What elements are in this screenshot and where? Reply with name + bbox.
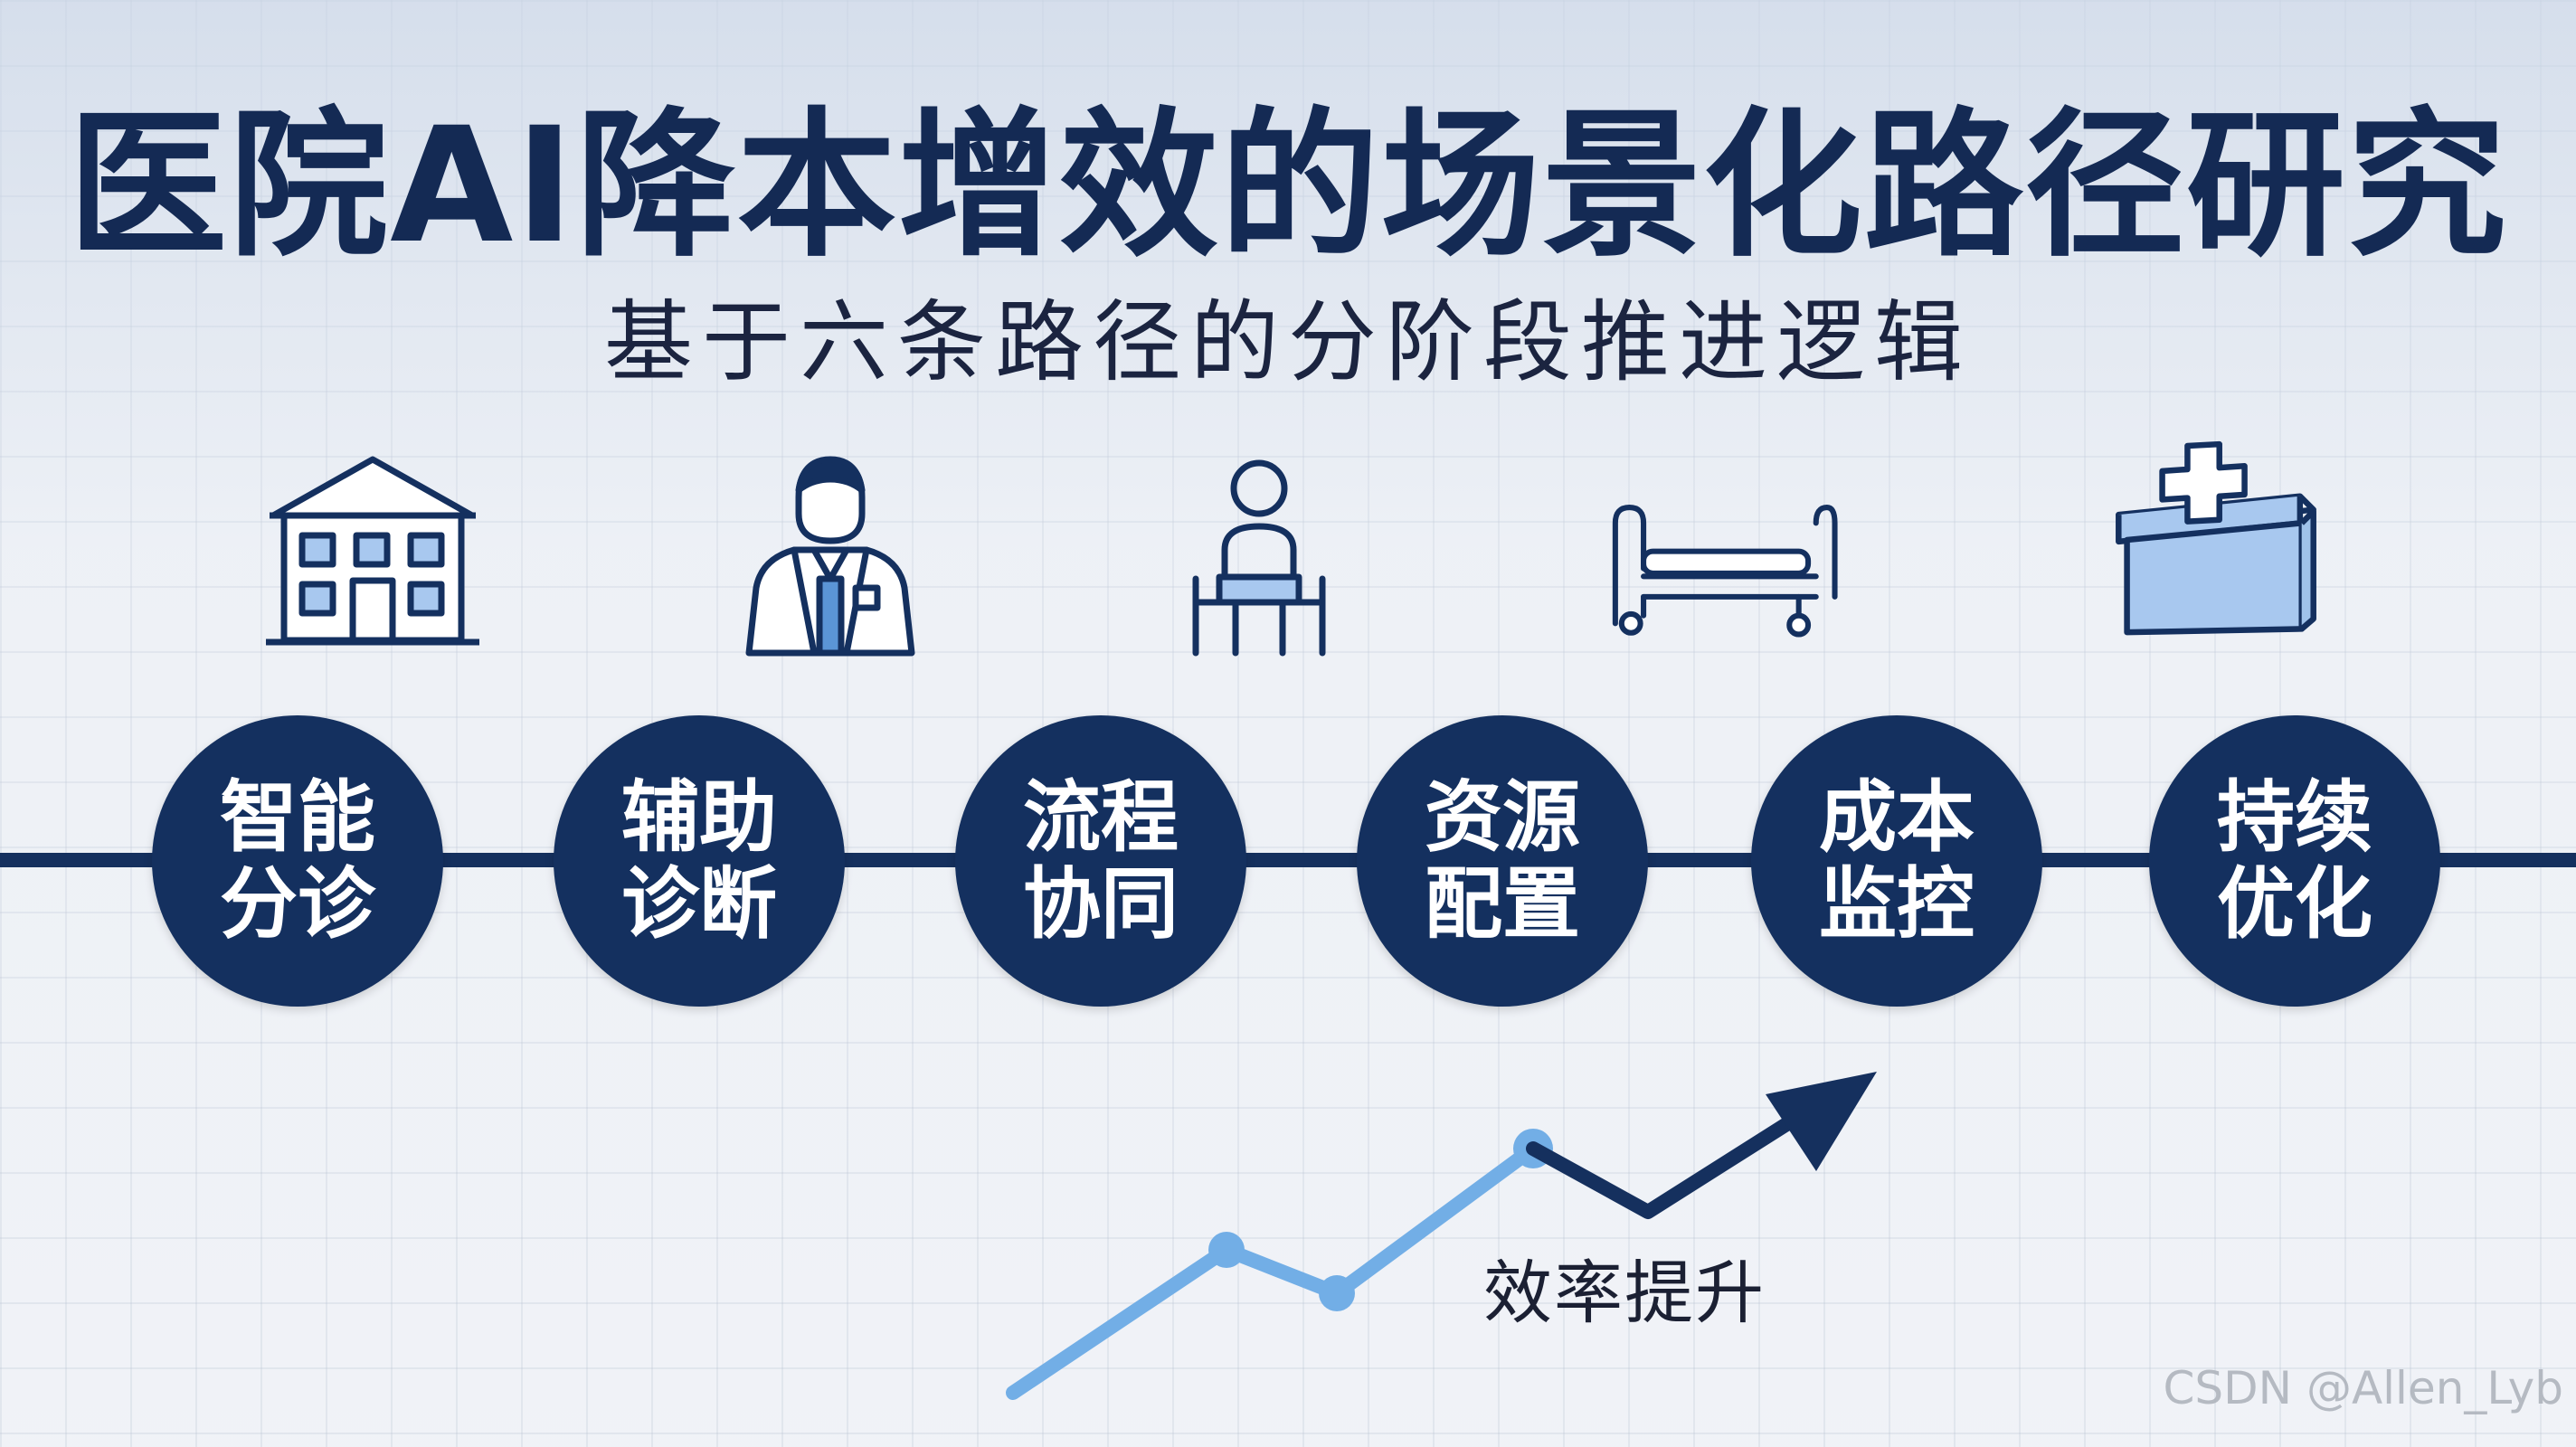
step-label-6: 持续优化 (2217, 771, 2372, 950)
trend-label: 效率提升 (1483, 1253, 1766, 1333)
step-node-4: 资源配置 (1357, 715, 1648, 1007)
step-label-2: 辅助诊断 (621, 771, 777, 950)
patient-seated-icon (1192, 459, 1326, 657)
hospital-building-icon (266, 456, 479, 646)
trend-point-2 (1319, 1275, 1355, 1311)
doctor-icon (745, 456, 915, 657)
trend-line-light (1006, 1141, 1540, 1400)
step-node-2: 辅助诊断 (554, 715, 845, 1007)
watermark: CSDN @Allen_Lyb (2163, 1362, 2563, 1414)
step-label-1: 智能分诊 (220, 771, 375, 950)
medical-supply-box-icon (2116, 440, 2316, 636)
step-node-5: 成本监控 (1751, 715, 2042, 1007)
page-title: 医院AI降本增效的场景化路径研究 (68, 93, 2508, 279)
hospital-bed-icon (1612, 505, 1838, 638)
trend-arrowhead (1766, 1072, 1877, 1171)
step-label-3: 流程协同 (1023, 771, 1179, 950)
step-node-3: 流程协同 (955, 715, 1246, 1007)
step-node-1: 智能分诊 (152, 715, 443, 1007)
page-subtitle: 基于六条路径的分阶段推进逻辑 (603, 291, 1972, 394)
step-node-6: 持续优化 (2149, 715, 2440, 1007)
step-label-4: 资源配置 (1425, 771, 1580, 950)
trend-line-dark (1526, 1114, 1798, 1219)
trend-point-1 (1208, 1232, 1245, 1268)
step-label-5: 成本监控 (1819, 771, 1975, 950)
efficiency-trend-arrow (1006, 1072, 1877, 1400)
